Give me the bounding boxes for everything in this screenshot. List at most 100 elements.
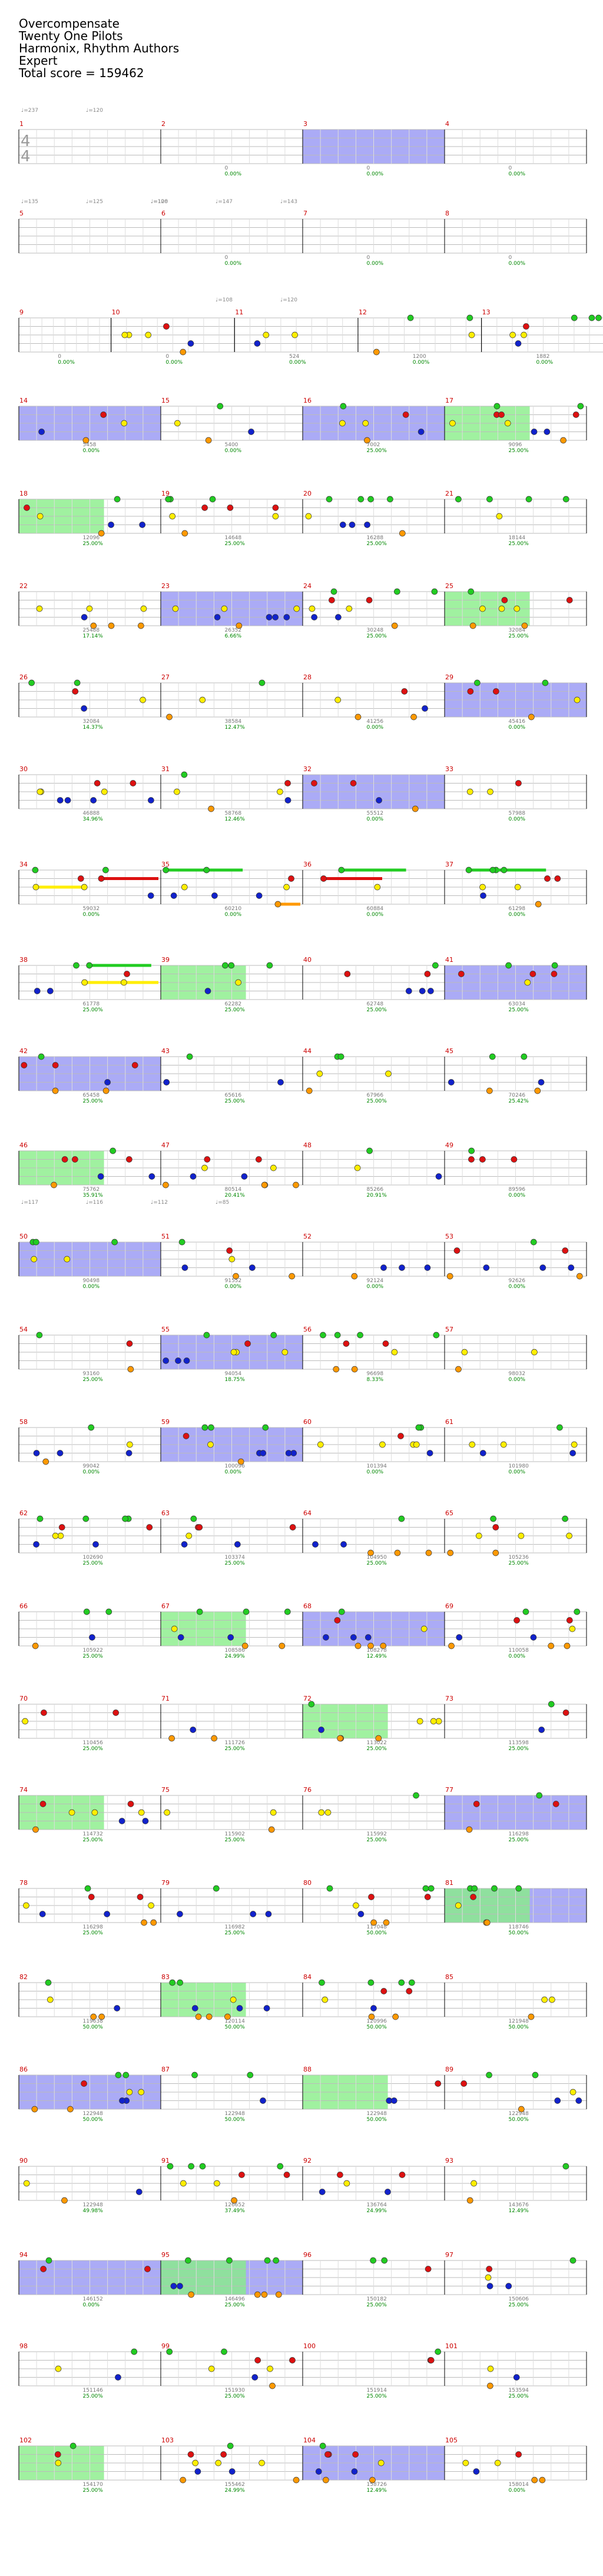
note: [146, 1524, 153, 1531]
note: [145, 331, 152, 338]
note: [217, 403, 224, 410]
measure-stat: 50.00%: [83, 2117, 104, 2123]
note: [380, 1642, 387, 1649]
note: [480, 892, 486, 899]
note: [468, 1156, 475, 1163]
note: [399, 530, 406, 537]
note: [492, 1524, 499, 1531]
note: [228, 962, 235, 969]
measure-stat: 0.00%: [509, 1654, 526, 1659]
note: [190, 1173, 197, 1180]
measure-score: 105922: [83, 1648, 103, 1654]
chart-row: 58990420.00%591000960.00%601013940.00%61…: [18, 1418, 587, 1475]
note: [366, 597, 373, 603]
note: [227, 2442, 234, 2449]
note: [248, 429, 254, 435]
note: [493, 403, 501, 410]
measure-number: 65: [445, 1509, 453, 1517]
note: [428, 2357, 435, 2363]
note: [205, 437, 212, 444]
note: [424, 971, 431, 977]
note: [241, 1173, 248, 1180]
measure-number: 38: [19, 956, 28, 964]
note: [334, 1617, 341, 1624]
measure-score: 65458: [83, 1093, 100, 1098]
measure-score: 115992: [367, 1831, 387, 1837]
note: [391, 622, 398, 629]
note: [183, 1357, 190, 1364]
note: [415, 1424, 422, 1431]
measure-stat: 8.33%: [367, 1377, 384, 1383]
note: [266, 962, 273, 969]
measure-score: 38584: [225, 719, 242, 725]
measure-score: 146496: [225, 2296, 246, 2302]
tempo-marker: ♩=85: [216, 1200, 229, 1206]
measure-stat: 24.99%: [225, 1654, 246, 1659]
note: [227, 504, 234, 511]
note: [289, 2357, 296, 2363]
measure-score: 92626: [509, 1278, 526, 1284]
measure-number: 48: [303, 1141, 312, 1149]
note: [391, 1349, 398, 1356]
measure-number: 81: [445, 1879, 453, 1887]
note: [392, 2013, 399, 2020]
note: [435, 2348, 442, 2355]
chart-row: 7011045625.00%7111172625.00%7211302225.0…: [18, 1695, 587, 1752]
measure-number: 29: [445, 673, 453, 681]
note: [259, 2459, 265, 2467]
measure-stat: 0.00%: [289, 360, 306, 366]
note: [55, 2459, 62, 2467]
measure-score: 45416: [509, 719, 526, 725]
note: [334, 1332, 341, 1339]
measure-score: 118746: [509, 1924, 529, 1930]
measure-score: 85266: [367, 1187, 384, 1193]
note: [196, 1608, 203, 1615]
note: [226, 2257, 233, 2264]
note: [428, 1885, 435, 1892]
note: [354, 713, 362, 721]
note: [194, 2468, 201, 2475]
note: [419, 988, 426, 994]
note: [170, 2283, 177, 2289]
note: [91, 1809, 98, 1816]
note: [47, 988, 54, 994]
measure-score: 99042: [83, 1463, 100, 1469]
measure-score: 116298: [83, 1924, 104, 1930]
note: [548, 1701, 555, 1708]
note: [518, 1532, 525, 1539]
note: [556, 1424, 563, 1431]
measure-score: 111726: [225, 1740, 246, 1746]
note: [572, 411, 579, 418]
chart-row: 467576235.91%478051420.41%488526620.91%4…: [18, 1141, 587, 1199]
measure-stat: 25.00%: [83, 1654, 104, 1659]
measure-number: 20: [303, 490, 312, 497]
measure-stat: 25.00%: [83, 541, 104, 547]
measure: 600.00%: [160, 210, 303, 267]
measure-score: 151914: [367, 2388, 387, 2394]
measure-score: 136764: [367, 2202, 387, 2208]
note: [61, 2197, 68, 2204]
measure-number: 32: [303, 765, 312, 773]
note: [207, 1441, 214, 1448]
note: [513, 2374, 520, 2381]
note: [192, 2459, 199, 2467]
note: [37, 788, 44, 795]
note: [595, 314, 602, 321]
note: [135, 2189, 143, 2195]
note: [261, 1181, 268, 1189]
note: [270, 1164, 277, 1171]
tempo-marker: ♩=237: [21, 108, 38, 114]
note: [201, 1424, 208, 1431]
measure-number: 36: [303, 861, 312, 868]
measure: 300.00%: [302, 120, 445, 177]
note: [148, 1173, 155, 1180]
measure-score: 32084: [83, 719, 100, 725]
